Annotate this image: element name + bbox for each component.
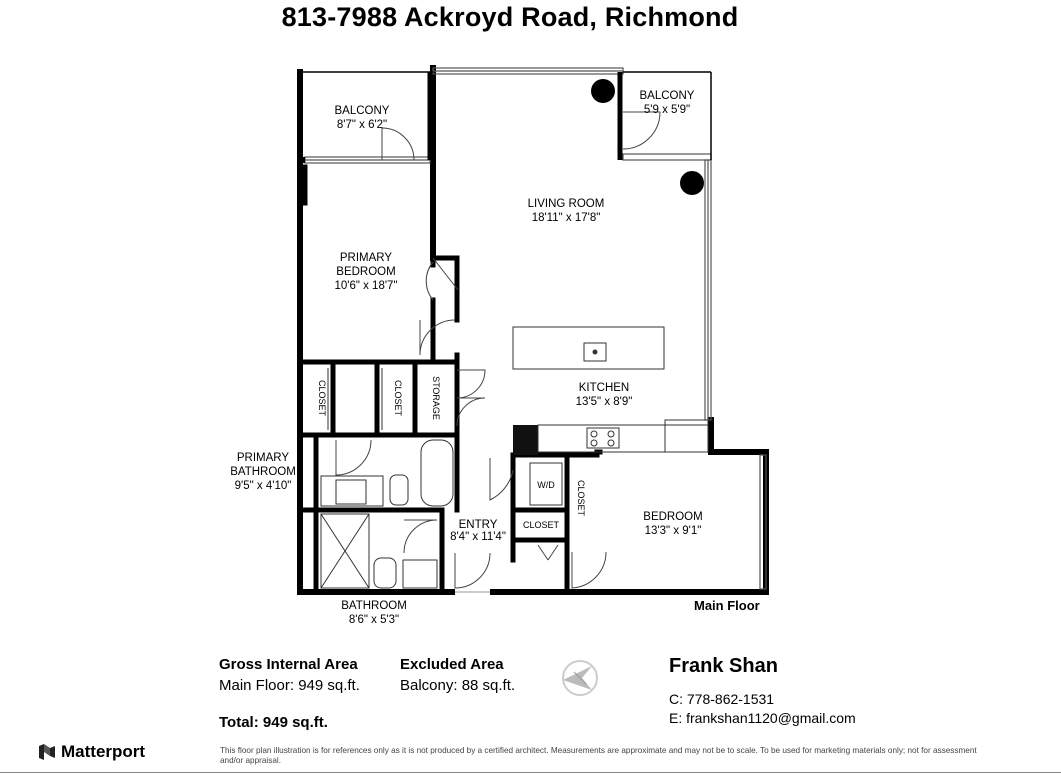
column-2 [680, 171, 704, 195]
kitchen-counter [537, 424, 709, 453]
bedroom-dims: 13'3" x 9'1" [645, 525, 702, 537]
bathtub [420, 439, 454, 507]
primary-bathroom-name-1: PRIMARY [237, 452, 290, 464]
agent-email: E: frankshan1120@gmail.com [669, 710, 856, 726]
fridge [513, 425, 538, 455]
doors [335, 111, 661, 589]
total-area: Total: 949 sq.ft. [219, 714, 328, 731]
primary-bedroom-dims: 10'6" x 18'7" [334, 280, 397, 292]
primary-bathroom-dims: 9'5" x 4'10" [235, 480, 292, 492]
floor-label: Main Floor [694, 598, 760, 613]
page-title: 813-7988 Ackroyd Road, Richmond [281, 2, 739, 32]
kitchen-island [512, 326, 665, 370]
excluded-area-heading: Excluded Area [400, 656, 504, 673]
matterport-logo-icon [39, 744, 55, 760]
compass-icon [562, 660, 598, 696]
balcony-left-name: BALCONY [335, 105, 390, 117]
balcony-left-outline [298, 71, 433, 206]
closet-4-label: CLOSET [523, 520, 560, 530]
storage-label: STORAGE [431, 376, 441, 420]
bathroom-sink [402, 559, 438, 589]
gross-area-heading: Gross Internal Area [219, 656, 358, 673]
matterport-brand: Matterport [38, 742, 145, 762]
primary-bedroom-name-2: BEDROOM [336, 266, 395, 278]
excluded-area-value: Balcony: 88 sq.ft. [400, 677, 516, 694]
gross-area-value: Main Floor: 949 sq.ft. [219, 677, 360, 694]
closet-1-label: CLOSET [317, 380, 327, 417]
kitchen-name: KITCHEN [579, 382, 629, 394]
agent-name: Frank Shan [669, 655, 778, 677]
bathroom-toilet [373, 557, 397, 589]
living-room-name: LIVING ROOM [528, 198, 605, 210]
primary-bathroom-name-2: BATHROOM [230, 466, 296, 478]
bathroom-name: BATHROOM [341, 600, 407, 612]
fixtures [320, 326, 709, 589]
primary-bathroom-toilet [389, 474, 409, 506]
entry-name: ENTRY [459, 519, 498, 531]
closet-3-label: CLOSET [576, 480, 586, 517]
primary-bathroom-sink [335, 479, 367, 505]
shower [320, 513, 370, 589]
brand-name: Matterport [61, 742, 146, 761]
balcony-right-dims: 5'9 x 5'9" [644, 104, 690, 116]
kitchen-dims: 13'5" x 8'9" [576, 396, 633, 408]
balcony-right-outline [617, 71, 712, 160]
closet-2-label: CLOSET [393, 380, 403, 417]
disclaimer: This floor plan illustration is for refe… [220, 746, 977, 765]
agent-phone: C: 778-862-1531 [669, 691, 775, 707]
balcony-left-dims: 8'7" x 6'2" [337, 119, 387, 131]
bottom-rule [0, 772, 1061, 773]
primary-bedroom-name-1: PRIMARY [340, 252, 393, 264]
entry-dims: 8'4" x 11'4" [450, 531, 506, 543]
bedroom-name: BEDROOM [643, 511, 702, 523]
bathroom-dims: 8'6" x 5'3" [349, 614, 399, 626]
column-1 [591, 79, 615, 103]
balcony-right-name: BALCONY [640, 90, 695, 102]
living-room-dims: 18'11" x 17'8" [532, 212, 601, 224]
wd-label: W/D [537, 480, 555, 490]
